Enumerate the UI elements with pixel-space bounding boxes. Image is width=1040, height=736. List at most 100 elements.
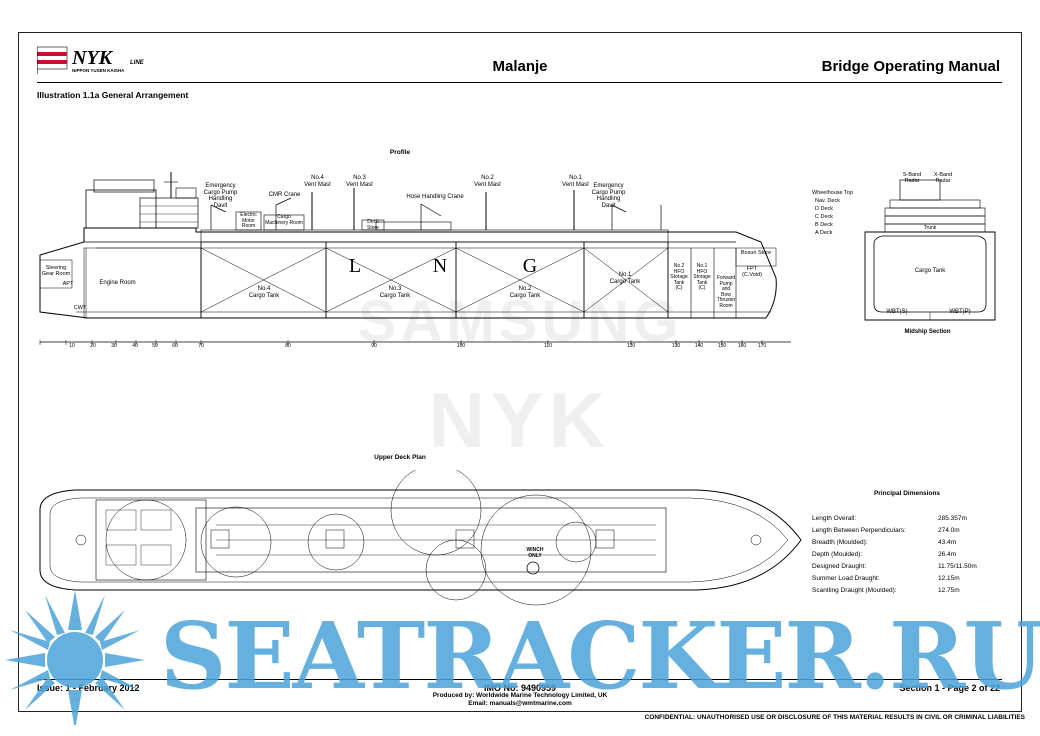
label-fpt: FPT (C.Void) <box>742 266 762 279</box>
seatracker-watermark: SEATRACKER.RU <box>160 602 1040 710</box>
scale-label: 20 <box>90 343 96 349</box>
scale-label: 150 <box>717 343 727 349</box>
label-wbt-p: WBT(P) <box>949 309 971 315</box>
label-cmr-crane: CMR Crane <box>268 192 301 198</box>
deck-label: D Deck <box>815 206 834 212</box>
issue-date: Issue: 1 - February 2012 <box>37 683 140 693</box>
hull-outline <box>39 227 777 319</box>
dimension-row: Length Between Perpendiculars: 274.0m <box>812 527 1002 539</box>
midship-section-drawing <box>864 179 996 321</box>
deck-label: Nav. Deck <box>815 198 840 204</box>
logo-sub-text: LINE <box>130 60 145 66</box>
scale-ticks <box>39 340 763 345</box>
samsung-watermark: SAMSUNG <box>357 289 683 354</box>
principal-dimensions-title: Principal Dimensions <box>873 490 941 497</box>
label-wbt-s: WBT(S) <box>886 309 908 315</box>
dimension-label: Scantling Draught (Moulded): <box>812 587 897 594</box>
contact-email: Email: manuals@wmtmarine.com <box>468 700 572 707</box>
midship-section-title: Midship Section <box>904 329 951 335</box>
produced-by: Produced by: Worldwide Marine Technology… <box>432 692 608 699</box>
scale-label: 60 <box>172 343 178 349</box>
dimension-label: Depth (Moulded): <box>812 551 863 558</box>
upper-deck-plan-title: Upper Deck Plan <box>374 454 426 461</box>
deck-label: B Deck <box>815 222 833 228</box>
sunburst-icon <box>5 590 145 725</box>
upper-deck-plan-drawing <box>39 470 802 606</box>
dimension-value: 11.75/11.50m <box>938 563 977 570</box>
imo-number: IMO No: 9490959 <box>483 683 557 693</box>
label-vent-mast-2: No.2 Vent Mast <box>474 175 501 188</box>
logo-main-text: NYK <box>71 47 114 69</box>
label-engine-room: Engine Room <box>99 280 136 286</box>
label-forward-pump-room: Forward Pump and Bow Thruster Room <box>716 275 736 309</box>
dimension-row: Length Overall: 285.357m <box>812 515 1002 527</box>
label-cwt: CWT <box>73 305 87 311</box>
dimension-row: Breadth (Moulded): 43.4m <box>812 539 1002 551</box>
dimension-label: Summer Load Draught: <box>812 575 880 582</box>
scale-label: 170 <box>757 343 767 349</box>
dimension-value: 26.4m <box>938 551 957 558</box>
deck-label: Wheelhouse Top <box>812 190 853 196</box>
lng-letter-n: N <box>432 255 448 277</box>
scale-label: 70 <box>198 343 204 349</box>
label-vent-mast-4: No.4 Vent Mast <box>304 175 331 188</box>
principal-dimensions: Principal Dimensions Length Overall: 285.… <box>812 490 1002 599</box>
confidential-notice: CONFIDENTIAL: UNAUTHORISED USE OR DISCLO… <box>644 714 1025 721</box>
dimension-label: Breadth (Moulded): <box>812 539 868 546</box>
section-page: Section 1 - Page 2 of 22 <box>899 683 1000 693</box>
scale-label: 10 <box>69 343 75 349</box>
label-tank-3: No.3 Cargo Tank <box>379 286 411 299</box>
lng-letter-g: G <box>522 255 538 277</box>
label-apt: APT <box>62 281 74 287</box>
label-s-band-radar: S-Band Radar <box>902 172 922 185</box>
label-hfo-2: No.2 HFO Storage Tank (C) <box>670 263 688 291</box>
scale-label: 80 <box>285 343 291 349</box>
scale-label: 30 <box>111 343 117 349</box>
label-winch-only: WINCH ONLY <box>526 547 544 559</box>
scale-label: 140 <box>694 343 704 349</box>
label-bosun-store: Bosun Store <box>740 250 772 256</box>
dimension-row: Scantling Draught (Moulded): 12.75m <box>812 587 1002 599</box>
manual-title: Bridge Operating Manual <box>821 58 1000 75</box>
nyk-flag-icon <box>37 46 68 74</box>
dimension-value: 43.4m <box>938 539 957 546</box>
lng-letter-l: L <box>348 255 362 277</box>
label-emergency-aft: Emergency Cargo Pump Handling Davit <box>203 183 238 209</box>
scale-label: 90 <box>371 343 377 349</box>
label-vent-mast-3: No.3 Vent Mast <box>346 175 373 188</box>
dimension-value: 274.0m <box>938 527 960 534</box>
nyk-line-logo: NYK LINE NIPPON YUSEN KAISHA <box>37 46 145 74</box>
dimension-row: Depth (Moulded): 26.4m <box>812 551 1002 563</box>
label-tank-2: No.2 Cargo Tank <box>509 286 541 299</box>
label-tank-1: No.1 Cargo Tank <box>609 272 641 285</box>
label-electric-motor-room: Electric Motor Room <box>240 212 257 229</box>
illustration-title: Illustration 1.1a General Arrangement <box>37 90 189 100</box>
ship-profile-drawing <box>39 172 791 345</box>
scale-label: 130 <box>671 343 681 349</box>
label-emergency-fwd: Emergency Cargo Pump Handling Davit <box>591 183 626 209</box>
scale-label: 110 <box>544 343 552 349</box>
scale-label: 40 <box>132 343 138 349</box>
dimension-label: Designed Draught: <box>812 563 867 570</box>
page-border <box>18 32 1022 712</box>
ship-name: Malanje <box>492 58 548 75</box>
label-hfo-1: No.1 HFO Storage Tank (C) <box>693 263 711 291</box>
deck-label: A Deck <box>815 230 833 236</box>
label-deck-store: Deck Store <box>367 219 379 231</box>
scale-label: 160 <box>737 343 747 349</box>
scale-label: 100 <box>456 343 466 349</box>
logo-caption: NIPPON YUSEN KAISHA <box>72 68 125 73</box>
header-rule <box>37 82 1002 83</box>
dimension-row: Designed Draught: 11.75/11.50m <box>812 563 1002 575</box>
dimension-label: Length Overall: <box>812 515 857 522</box>
dimension-value: 285.357m <box>938 515 967 522</box>
nyk-watermark: NYK <box>428 376 612 464</box>
scale-label: 50 <box>152 343 158 349</box>
label-hose-crane: Hose Handling Crane <box>406 194 464 200</box>
dimension-value: 12.15m <box>938 575 960 582</box>
dimension-label: Length Between Perpendiculars: <box>812 527 906 534</box>
dimension-value: 12.75m <box>938 587 960 594</box>
label-steering-gear-room: Steering Gear Room <box>41 265 71 278</box>
label-vent-mast-1: No.1 Vent Mast <box>562 175 589 188</box>
label-trunk: Trunk <box>923 225 937 231</box>
